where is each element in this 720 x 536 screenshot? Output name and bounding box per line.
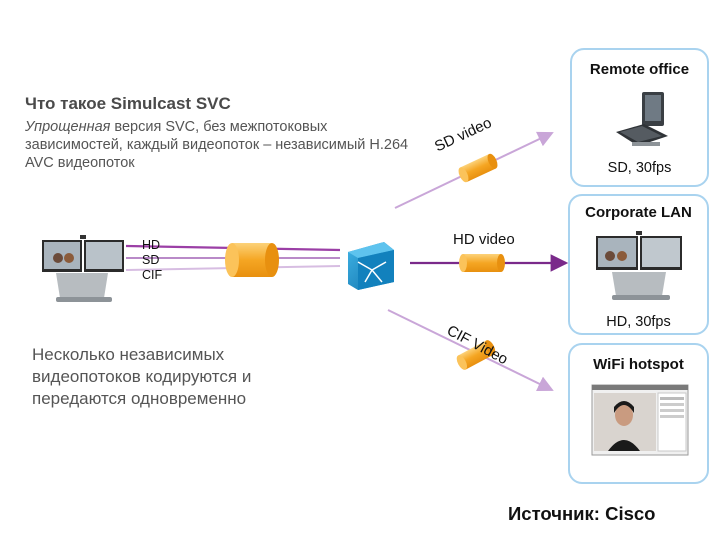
endpoint-spec: SD, 30fps: [607, 160, 672, 176]
hd-pipe: [459, 254, 505, 272]
bottom-text: Несколько независимых видеопотоков кодир…: [32, 345, 252, 408]
stream-label-sd: SD: [142, 253, 160, 267]
description-rest: версия SVC, без межпотоковых зависимосте…: [25, 119, 409, 171]
endpoint-title: Remote office: [589, 61, 690, 78]
cif-pipe: [456, 340, 496, 370]
laptop-video-call-icon: [591, 384, 689, 456]
hd-video-label: HD video: [453, 231, 515, 248]
stream-label-cif: CIF: [142, 268, 163, 282]
source-telepresence-icon: [42, 235, 124, 302]
endpoint-title: WiFi hotspot: [593, 356, 684, 373]
description-italic: Упрощенная: [25, 119, 111, 135]
endpoint-title: Corporate LAN: [585, 204, 692, 221]
simulcast-pipe: [225, 243, 279, 277]
endpoint-corporate-lan: Corporate LAN HD, 30fps: [568, 194, 709, 335]
description: Упрощенная версия SVC, без межпотоковых …: [25, 118, 425, 172]
sd-pipe: [458, 153, 498, 183]
endpoint-wifi-hotspot: WiFi hotspot: [568, 343, 709, 484]
page-title: Что такое Simulcast SVC: [25, 94, 231, 113]
endpoint-spec: HD, 30fps: [606, 314, 671, 330]
corporate-telepresence-icon: [596, 231, 682, 300]
stream-label-hd: HD: [142, 238, 161, 252]
endpoint-remote-office: Remote office SD, 30fps: [570, 48, 709, 187]
desk-videophone-icon: [616, 92, 668, 146]
switch-icon: [348, 242, 394, 290]
source-caption: Источник: Cisco: [508, 503, 656, 524]
